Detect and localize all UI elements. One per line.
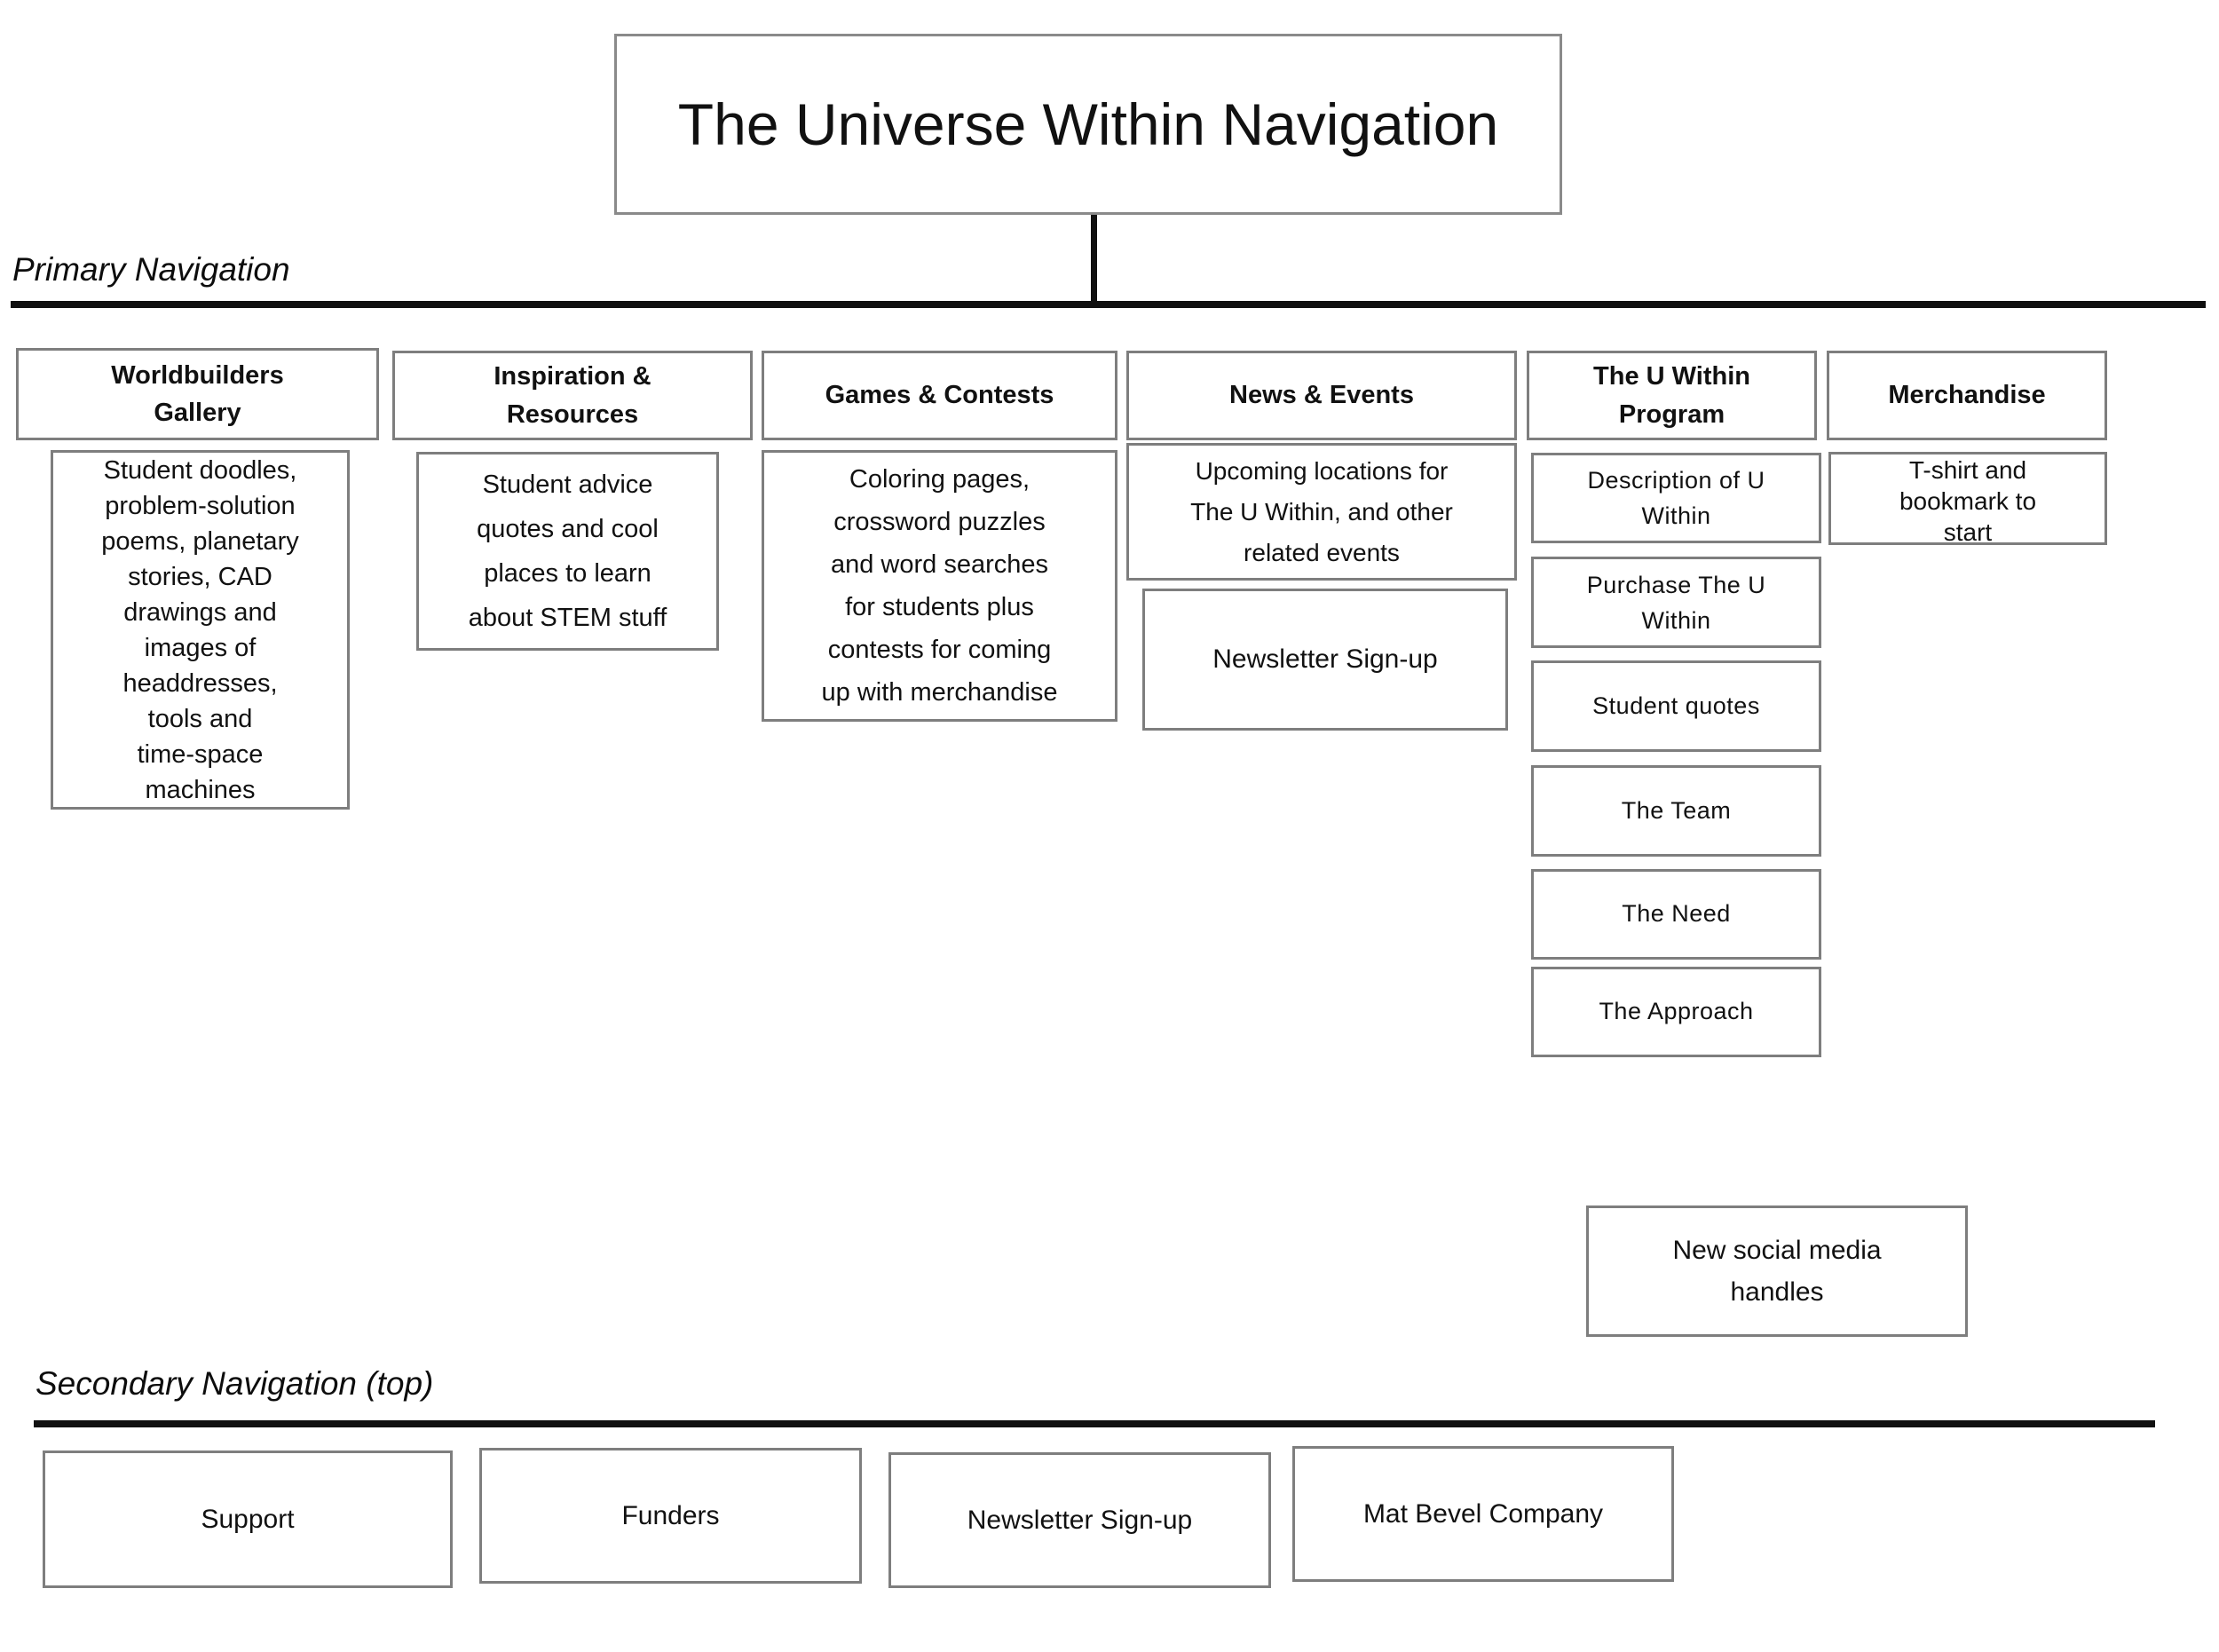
nav-header-inspiration-resources: Inspiration & Resources: [392, 351, 753, 440]
nav-item-label: The Need: [1622, 900, 1731, 928]
nav-desc-games-contests: Coloring pages, crossword puzzles and wo…: [762, 450, 1117, 722]
primary-navigation-divider: [11, 301, 2206, 308]
nav-desc-text: T-shirt and bookmark to start: [1899, 456, 2037, 546]
nav-item-label: The Approach: [1599, 998, 1754, 1025]
nav-item-label: Mat Bevel Company: [1362, 1498, 1604, 1529]
nav-item-the-need: The Need: [1531, 869, 1821, 960]
secondary-nav-item-funders: Funders: [479, 1448, 862, 1584]
secondary-navigation-label: Secondary Navigation (top): [36, 1365, 434, 1402]
nav-desc-news-events-locations: Upcoming locations for The U Within, and…: [1126, 443, 1517, 581]
nav-header-label: News & Events: [1229, 381, 1414, 410]
nav-item-student-quotes: Student quotes: [1531, 660, 1821, 752]
nav-item-label: Student quotes: [1592, 692, 1760, 719]
nav-desc-text: Coloring pages, crossword puzzles and wo…: [821, 465, 1058, 707]
nav-header-news-events: News & Events: [1126, 351, 1517, 440]
nav-header-label: Merchandise: [1888, 381, 2046, 410]
nav-item-label: Support: [201, 1504, 295, 1534]
note-text: New social media handles: [1672, 1236, 1882, 1307]
nav-header-label: Games & Contests: [825, 381, 1054, 410]
nav-desc-inspiration-resources: Student advice quotes and cool places to…: [416, 452, 719, 651]
nav-item-the-team: The Team: [1531, 765, 1821, 857]
nav-header-label: The U Within Program: [1593, 362, 1750, 429]
nav-item-the-approach: The Approach: [1531, 967, 1821, 1057]
primary-navigation-label: Primary Navigation: [12, 251, 290, 288]
secondary-nav-item-newsletter-signup: Newsletter Sign-up: [888, 1452, 1271, 1588]
page-title-box: The Universe Within Navigation: [614, 34, 1562, 215]
nav-item-label: Description of U Within: [1587, 467, 1765, 529]
nav-desc-text: Student doodles, problem-solution poems,…: [101, 455, 299, 804]
nav-header-label: Worldbuilders Gallery: [111, 360, 284, 427]
nav-item-label: Funders: [621, 1500, 720, 1530]
nav-item-description-of-u-within: Description of U Within: [1531, 453, 1821, 543]
nav-item-label: Purchase The U Within: [1586, 571, 1766, 634]
title-connector-line: [1091, 215, 1097, 304]
nav-desc-text: Upcoming locations for The U Within, and…: [1190, 456, 1453, 566]
secondary-nav-item-mat-bevel-company: Mat Bevel Company: [1292, 1446, 1674, 1582]
nav-desc-worldbuilders-gallery: Student doodles, problem-solution poems,…: [51, 450, 350, 810]
secondary-navigation-divider: [34, 1420, 2155, 1427]
nav-header-label: Inspiration & Resources: [494, 362, 651, 429]
secondary-nav-item-support: Support: [43, 1450, 453, 1588]
nav-header-worldbuilders-gallery: Worldbuilders Gallery: [16, 348, 379, 440]
nav-item-newsletter-signup: Newsletter Sign-up: [1142, 589, 1508, 731]
nav-header-games-contests: Games & Contests: [762, 351, 1117, 440]
nav-header-u-within-program: The U Within Program: [1527, 351, 1817, 440]
nav-desc-text: Student advice quotes and cool places to…: [468, 470, 667, 632]
nav-item-label: The Team: [1621, 796, 1732, 824]
page-title: The Universe Within Navigation: [677, 91, 1499, 157]
nav-item-label: Newsletter Sign-up: [1212, 644, 1438, 675]
note-new-social-media-handles: New social media handles: [1586, 1205, 1968, 1337]
nav-desc-merchandise: T-shirt and bookmark to start: [1828, 452, 2107, 546]
nav-item-purchase-the-u-within: Purchase The U Within: [1531, 557, 1821, 648]
nav-item-label: Newsletter Sign-up: [967, 1505, 1193, 1535]
nav-header-merchandise: Merchandise: [1827, 351, 2107, 440]
